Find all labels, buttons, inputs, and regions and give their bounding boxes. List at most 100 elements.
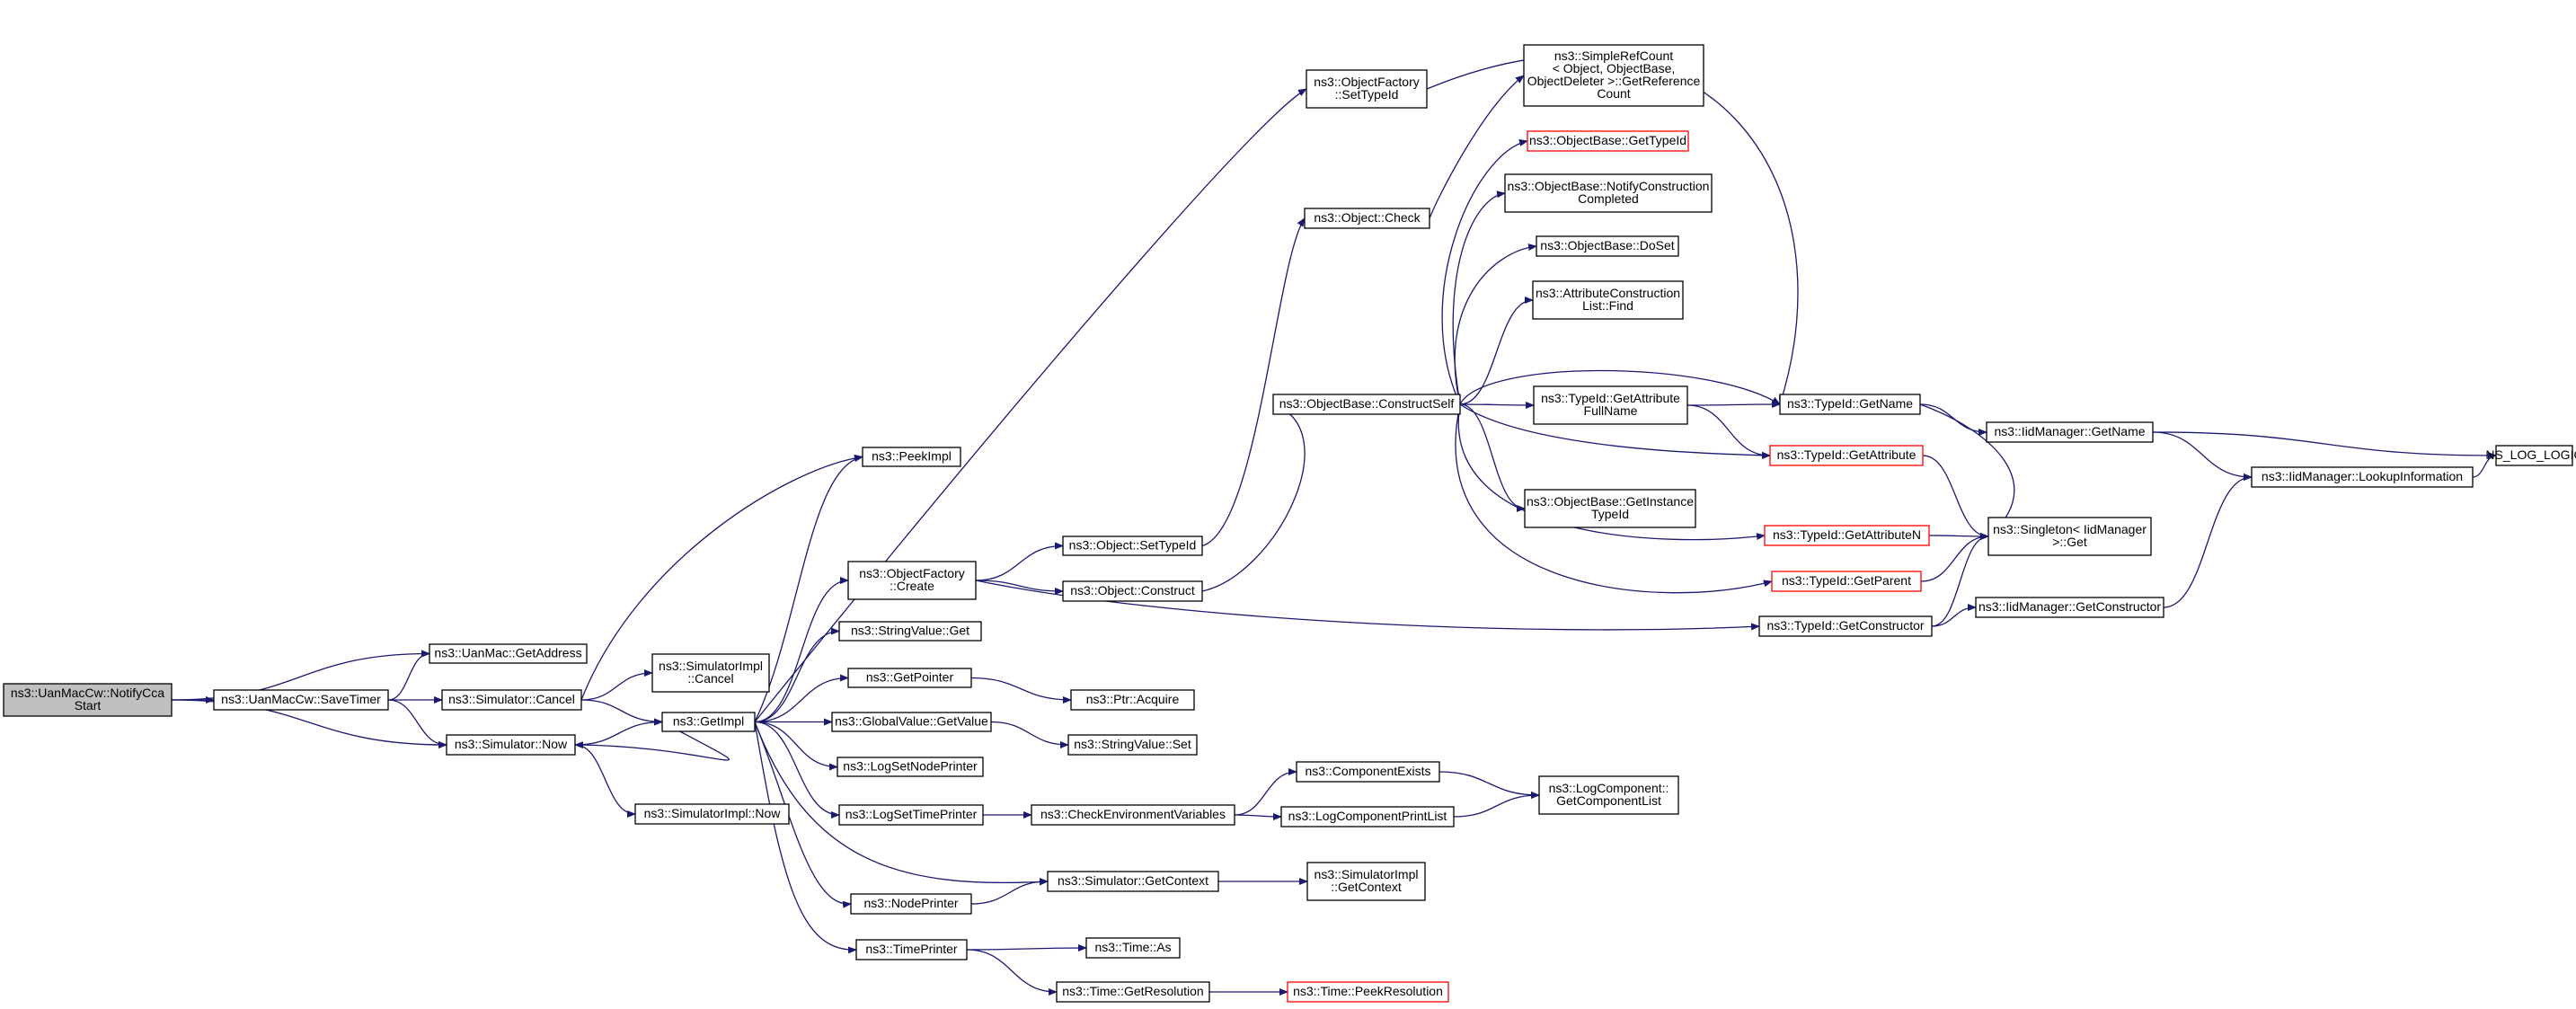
node-objsettypeid[interactable]: ns3::Object::SetTypeId — [1062, 535, 1203, 556]
node-ptracquire[interactable]: ns3::Ptr::Acquire — [1070, 689, 1195, 711]
node-box-savetimer[interactable] — [213, 689, 389, 711]
node-simimplgetcontext[interactable]: ns3::SimulatorImpl::GetContext — [1306, 862, 1426, 901]
node-checkenv[interactable]: ns3::CheckEnvironmentVariables — [1031, 804, 1235, 826]
node-box-doset[interactable] — [1536, 235, 1679, 257]
node-box-getimpl[interactable] — [661, 712, 756, 732]
node-box-timegetres[interactable] — [1056, 981, 1210, 1003]
node-box-peekimpl[interactable] — [862, 447, 961, 467]
node-simnow[interactable]: ns3::Simulator::Now — [446, 734, 576, 756]
node-logprintlist[interactable]: ns3::LogComponentPrintList — [1280, 806, 1455, 828]
node-constructself[interactable]: ns3::ObjectBase::ConstructSelf — [1272, 394, 1461, 415]
node-box-notify[interactable] — [3, 683, 173, 717]
node-box-loggetlist[interactable] — [1538, 775, 1679, 815]
node-logtimeprinter[interactable]: ns3::LogSetTimePrinter — [838, 804, 984, 826]
node-getparent[interactable]: ns3::TypeId::GetParent — [1771, 571, 1922, 592]
node-objconstruct[interactable]: ns3::Object::Construct — [1062, 580, 1203, 602]
node-box-nslog[interactable] — [2495, 445, 2573, 466]
node-getconstructor[interactable]: ns3::TypeId::GetConstructor — [1758, 615, 1933, 637]
node-box-constructself[interactable] — [1272, 394, 1461, 415]
node-box-nodeprinter[interactable] — [850, 893, 972, 915]
node-box-getattrfullname[interactable] — [1533, 385, 1688, 425]
node-notifyconstruction[interactable]: ns3::ObjectBase::NotifyConstructionCompl… — [1504, 173, 1713, 213]
node-box-stringvalueget[interactable] — [838, 621, 982, 642]
node-nodeprinter[interactable]: ns3::NodePrinter — [850, 893, 972, 915]
node-savetimer[interactable]: ns3::UanMacCw::SaveTimer — [213, 689, 389, 711]
node-getattribute[interactable]: ns3::TypeId::GetAttribute — [1769, 445, 1924, 466]
node-getpointer[interactable]: ns3::GetPointer — [847, 668, 972, 688]
node-iidgetname[interactable]: ns3::IidManager::GetName — [1986, 421, 2154, 443]
node-refcount[interactable]: ns3::SimpleRefCount< Object, ObjectBase,… — [1523, 44, 1704, 107]
node-box-singletonget[interactable] — [1987, 517, 2152, 556]
node-box-objsettypeid[interactable] — [1062, 535, 1203, 556]
node-box-globalvalue[interactable] — [831, 712, 992, 732]
node-box-stringvalueset[interactable] — [1067, 734, 1198, 756]
node-box-objconstruct[interactable] — [1062, 580, 1203, 602]
node-typeidgetname[interactable]: ns3::TypeId::GetName — [1779, 394, 1921, 415]
node-loggetlist[interactable]: ns3::LogComponent::GetComponentList — [1538, 775, 1679, 815]
node-objcheck[interactable]: ns3::Object::Check — [1304, 208, 1430, 229]
node-getimpl[interactable]: ns3::GetImpl — [661, 712, 756, 732]
node-simcancel[interactable]: ns3::Simulator::Cancel — [441, 689, 582, 711]
node-ofsettypeid[interactable]: ns3::ObjectFactory::SetTypeId — [1306, 69, 1428, 109]
node-box-simimplcancel[interactable] — [651, 653, 770, 693]
node-box-simcancel[interactable] — [441, 689, 582, 711]
node-box-ptracquire[interactable] — [1070, 689, 1195, 711]
node-simgetcontext[interactable]: ns3::Simulator::GetContext — [1047, 871, 1219, 892]
node-box-lognodeprinter[interactable] — [837, 757, 984, 777]
node-getaddress[interactable]: ns3::UanMac::GetAddress — [429, 643, 588, 664]
node-timegetres[interactable]: ns3::Time::GetResolution — [1056, 981, 1210, 1003]
node-box-timeprinter[interactable] — [855, 939, 968, 960]
node-box-checkenv[interactable] — [1031, 804, 1235, 826]
node-doset[interactable]: ns3::ObjectBase::DoSet — [1536, 235, 1679, 257]
node-box-getattributen[interactable] — [1764, 525, 1930, 546]
node-box-simimplgetcontext[interactable] — [1306, 862, 1426, 901]
node-box-typeidgetname[interactable] — [1779, 394, 1921, 415]
node-iidgetconstructor[interactable]: ns3::IidManager::GetConstructor — [1975, 597, 2164, 618]
node-box-objcheck[interactable] — [1304, 208, 1430, 229]
node-box-attrfind[interactable] — [1532, 280, 1684, 320]
node-globalvalue[interactable]: ns3::GlobalValue::GetValue — [831, 712, 992, 732]
node-box-getinstancetypeid[interactable] — [1524, 489, 1696, 528]
node-simimplcancel[interactable]: ns3::SimulatorImpl::Cancel — [651, 653, 770, 693]
node-box-timepeekres[interactable] — [1287, 981, 1449, 1003]
node-box-simgetcontext[interactable] — [1047, 871, 1219, 892]
node-timeprinter[interactable]: ns3::TimePrinter — [855, 939, 968, 960]
node-obgettypeid[interactable]: ns3::ObjectBase::GetTypeId — [1527, 130, 1689, 152]
node-nslog[interactable]: NS_LOG_LOGIC — [2485, 445, 2576, 466]
node-box-refcount[interactable] — [1523, 44, 1704, 107]
node-box-getaddress[interactable] — [429, 643, 588, 664]
node-peekimpl[interactable]: ns3::PeekImpl — [862, 447, 961, 467]
node-lognodeprinter[interactable]: ns3::LogSetNodePrinter — [837, 757, 984, 777]
node-box-getconstructor[interactable] — [1758, 615, 1933, 637]
node-box-getparent[interactable] — [1771, 571, 1922, 592]
node-stringvalueget[interactable]: ns3::StringValue::Get — [838, 621, 982, 642]
node-box-timeas[interactable] — [1085, 937, 1181, 959]
node-box-lookupinfo[interactable] — [2251, 466, 2474, 488]
node-compexists[interactable]: ns3::ComponentExists — [1296, 761, 1440, 783]
node-box-getattribute[interactable] — [1769, 445, 1924, 466]
node-box-obgettypeid[interactable] — [1527, 130, 1689, 152]
node-singletonget[interactable]: ns3::Singleton< IidManager>::Get — [1987, 517, 2152, 556]
node-box-logprintlist[interactable] — [1280, 806, 1455, 828]
node-simimplnow[interactable]: ns3::SimulatorImpl::Now — [634, 803, 790, 825]
node-box-simimplnow[interactable] — [634, 803, 790, 825]
node-box-ofsettypeid[interactable] — [1306, 69, 1428, 109]
node-box-logtimeprinter[interactable] — [838, 804, 984, 826]
node-box-iidgetconstructor[interactable] — [1975, 597, 2164, 618]
node-box-notifyconstruction[interactable] — [1504, 173, 1713, 213]
node-box-ofcreate[interactable] — [847, 561, 977, 600]
node-getattributen[interactable]: ns3::TypeId::GetAttributeN — [1764, 525, 1930, 546]
node-lookupinfo[interactable]: ns3::IidManager::LookupInformation — [2251, 466, 2474, 488]
node-box-getpointer[interactable] — [847, 668, 972, 688]
node-ofcreate[interactable]: ns3::ObjectFactory::Create — [847, 561, 977, 600]
node-box-simnow[interactable] — [446, 734, 576, 756]
node-stringvalueset[interactable]: ns3::StringValue::Set — [1067, 734, 1198, 756]
node-timepeekres[interactable]: ns3::Time::PeekResolution — [1287, 981, 1449, 1003]
node-timeas[interactable]: ns3::Time::As — [1085, 937, 1181, 959]
node-box-iidgetname[interactable] — [1986, 421, 2154, 443]
node-box-compexists[interactable] — [1296, 761, 1440, 783]
